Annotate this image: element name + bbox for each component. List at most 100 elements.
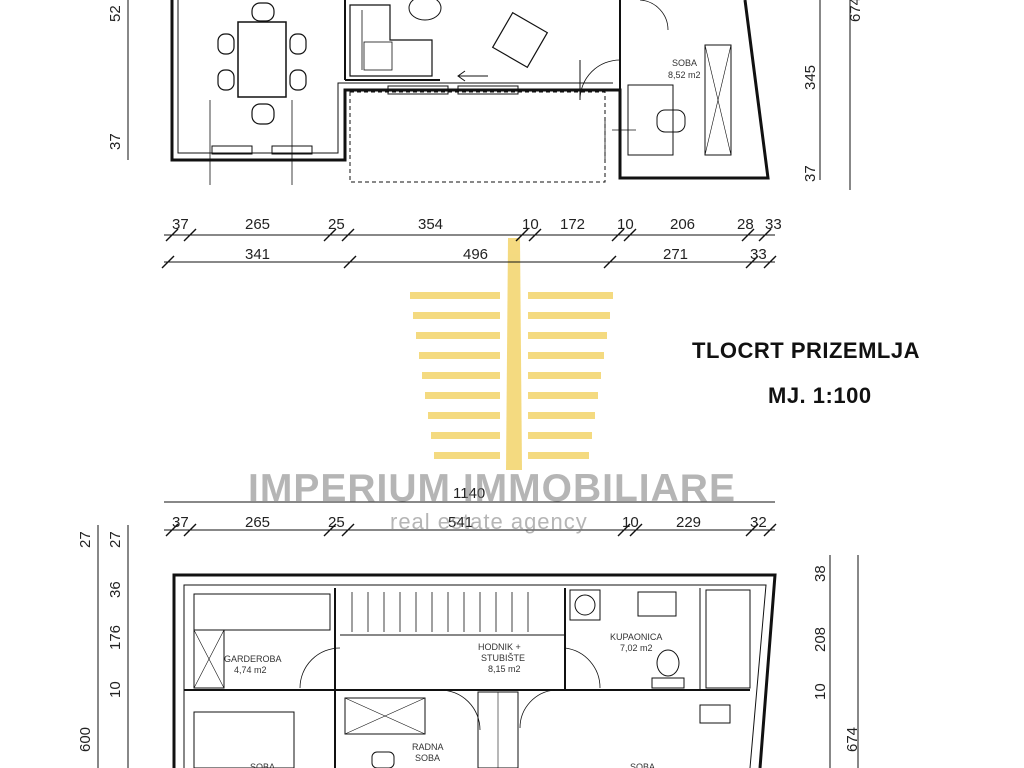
lower-top-dim-2: 25 — [328, 514, 345, 531]
watermark-bar — [410, 292, 500, 299]
dim-tick — [161, 255, 175, 269]
upper-top-dim-5: 172 — [560, 216, 585, 233]
upper-top-dim-0: 37 — [172, 216, 189, 233]
dim-tick — [165, 228, 179, 242]
watermark-bar — [528, 312, 610, 319]
dim-tick — [623, 228, 637, 242]
dim-tick — [165, 523, 179, 537]
lower-top-dim-6: 32 — [750, 514, 767, 531]
watermark-bar — [413, 312, 500, 319]
upper-room-area: 8,52 m2 — [668, 70, 701, 80]
watermark-bar — [528, 292, 613, 299]
lower-right-dim-2: 10 — [812, 683, 829, 700]
lower-room-name-0: GARDEROBA — [224, 654, 282, 664]
upper-room-label: SOBA — [672, 58, 697, 68]
dim-tick — [629, 523, 643, 537]
watermark-bar — [425, 392, 500, 399]
upper-top-dim-2: 25 — [328, 216, 345, 233]
upper-left-dim-1: 37 — [107, 133, 124, 150]
watermark-bar — [528, 332, 607, 339]
upper-top-ticks — [161, 228, 777, 269]
lower-room-name2-3: SOBA — [415, 753, 440, 763]
upper-top-dim-9: 33 — [765, 216, 782, 233]
lower-top-dim-5: 229 — [676, 514, 701, 531]
dim-tick — [617, 523, 631, 537]
plan-scale: MJ. 1:100 — [768, 383, 872, 408]
lower-left-dim-1: 27 — [107, 531, 124, 548]
upper-top-dim-1: 265 — [245, 216, 270, 233]
watermark-bar — [528, 452, 589, 459]
lower-room-name-4: SOBA — [250, 762, 275, 768]
watermark-tagline: real estate agency — [390, 509, 588, 534]
dim-tick — [183, 228, 197, 242]
upper-top-dim-7: 206 — [670, 216, 695, 233]
lower-dimensions — [97, 501, 859, 768]
upper-top-dim-3: 354 — [418, 216, 443, 233]
upper-bottom-dim-0: 341 — [245, 246, 270, 263]
dim-tick — [745, 523, 759, 537]
lower-room-name2-1: STUBIŠTE — [481, 653, 525, 663]
watermark-bar — [422, 372, 500, 379]
dim-tick — [741, 228, 755, 242]
lower-left-dim-4: 10 — [107, 681, 124, 698]
watermark-bar — [431, 432, 500, 439]
dim-tick — [758, 228, 772, 242]
watermark-bar — [419, 352, 500, 359]
lower-left-dim-2: 36 — [107, 581, 124, 598]
lower-room-name-5: SOBA — [630, 762, 655, 768]
upper-right-dim-1: 345 — [802, 65, 819, 90]
upper-top-dim-6: 10 — [617, 216, 634, 233]
dim-tick — [341, 523, 355, 537]
upper-dimensions — [127, 0, 851, 263]
lower-left-dim-5: 600 — [77, 727, 94, 752]
watermark-logo — [410, 238, 613, 470]
dim-tick — [745, 255, 759, 269]
upper-floor-plan — [170, 0, 770, 185]
lower-room-name-1: HODNIK + — [478, 642, 521, 652]
lower-right-dim-3: 674 — [844, 727, 861, 752]
dim-tick — [763, 255, 777, 269]
upper-left-dim-0: 52 — [107, 5, 124, 22]
lower-top-dim-3: 541 — [448, 514, 473, 531]
upper-top-dim-8: 28 — [737, 216, 754, 233]
upper-bottom-dim-3: 33 — [750, 246, 767, 263]
watermark-bar — [416, 332, 500, 339]
lower-room-name-2: KUPAONICA — [610, 632, 662, 642]
upper-bottom-dim-1: 496 — [463, 246, 488, 263]
lower-right-dim-0: 38 — [812, 565, 829, 582]
watermark-bar — [528, 372, 601, 379]
lower-overall-dim: 1140 — [453, 485, 485, 502]
dim-tick — [323, 228, 337, 242]
lower-room-area-1: 8,15 m2 — [488, 664, 521, 674]
dim-tick — [515, 228, 529, 242]
lower-room-area-2: 7,02 m2 — [620, 643, 653, 653]
watermark-bar — [528, 352, 604, 359]
watermark-bar — [528, 432, 592, 439]
dim-tick — [528, 228, 542, 242]
lower-room-area-0: 4,74 m2 — [234, 665, 267, 675]
watermark-bar — [434, 452, 500, 459]
lower-room-name-3: RADNA — [412, 742, 444, 752]
lower-left-dim-3: 176 — [107, 625, 124, 650]
plan-title: TLOCRT PRIZEMLJA — [692, 338, 920, 363]
watermark-bar — [428, 412, 500, 419]
upper-right-dim-0: 674 — [847, 0, 864, 22]
dim-tick — [183, 523, 197, 537]
watermark-bar — [528, 412, 595, 419]
upper-dimension-labels: 37 265 25 354 10 172 10 206 28 33 341 496 271 33 52 37 6… — [107, 0, 864, 263]
lower-left-dim-0: 27 — [77, 531, 94, 548]
lower-floor-plan — [172, 573, 777, 768]
watermark-name: IMPERIUM IMMOBILIARE — [248, 467, 736, 510]
lower-top-dim-1: 265 — [245, 514, 270, 531]
upper-bottom-dim-2: 271 — [663, 246, 688, 263]
dim-tick — [341, 228, 355, 242]
watermark-bar — [528, 392, 598, 399]
dim-tick — [343, 255, 357, 269]
dim-tick — [603, 255, 617, 269]
upper-top-dim-4: 10 — [522, 216, 539, 233]
dim-tick — [611, 228, 625, 242]
lower-top-dim-4: 10 — [622, 514, 639, 531]
